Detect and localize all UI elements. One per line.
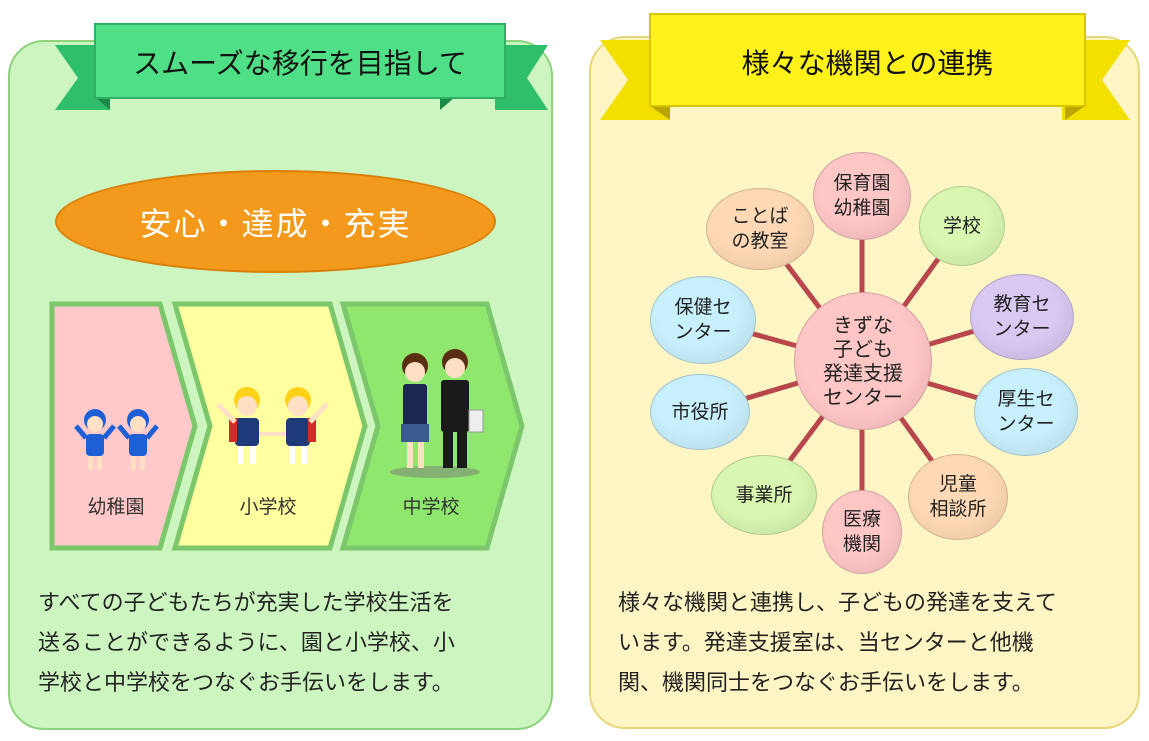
right-description-line: 様々な機関と連携し、子どもの発達を支えて	[618, 591, 1057, 616]
node-city-hall: 市役所	[650, 374, 750, 450]
left-description-line: 学校と中学校をつなぐお手伝いをします。	[38, 671, 454, 696]
node-school: 学校	[919, 186, 1005, 266]
node-language-classroom: ことば の教室	[706, 188, 814, 270]
node-education-center: 教育セ ンター	[970, 274, 1074, 360]
right-description-line: います。発達支援室は、当センターと他機	[618, 631, 1034, 656]
left-description-line: 送ることができるように、園と小学校、小	[38, 631, 455, 656]
node-medical-institution: 医療 機関	[822, 490, 902, 574]
left-ribbon-title: スムーズな移行を目指して	[133, 47, 467, 80]
right-description: 様々な機関と連携し、子どもの発達を支えて います。発達支援室は、当センターと他機…	[618, 584, 1138, 704]
right-description-line: 関、機関同士をつなぐお手伝いをします。	[618, 671, 1034, 696]
value-oval: 安心・達成・充実	[55, 170, 496, 273]
stage-elementary-arrow	[171, 301, 368, 551]
right-ribbon-title: 様々な機関との連携	[741, 47, 994, 80]
node-health-center: 保健セ ンター	[650, 276, 756, 364]
stage-kindergarten-arrow	[49, 301, 198, 551]
stage-label-junior-high: 中学校	[402, 496, 460, 518]
kindergarten-children-illustration	[74, 409, 159, 470]
node-nursery-kindergarten: 保育園 幼稚園	[813, 152, 911, 240]
left-description: すべての子どもたちが充実した学校生活を 送ることができるように、園と小学校、小 …	[38, 584, 538, 704]
stage-junior-high-arrow	[339, 301, 525, 551]
left-description-line: すべての子どもたちが充実した学校生活を	[38, 591, 454, 616]
node-child-guidance-center: 児童 相談所	[908, 454, 1008, 540]
stage-label-kindergarten: 幼稚園	[87, 496, 145, 518]
stage-label-elementary: 小学校	[239, 496, 297, 518]
center-node-kizuna: きずな 子ども 発達支援 センター	[794, 292, 932, 430]
node-business-office: 事業所	[711, 455, 817, 535]
node-welfare-center: 厚生セ ンター	[974, 368, 1078, 456]
elementary-children-illustration	[216, 387, 329, 464]
junior-high-students-illustration	[390, 349, 484, 478]
